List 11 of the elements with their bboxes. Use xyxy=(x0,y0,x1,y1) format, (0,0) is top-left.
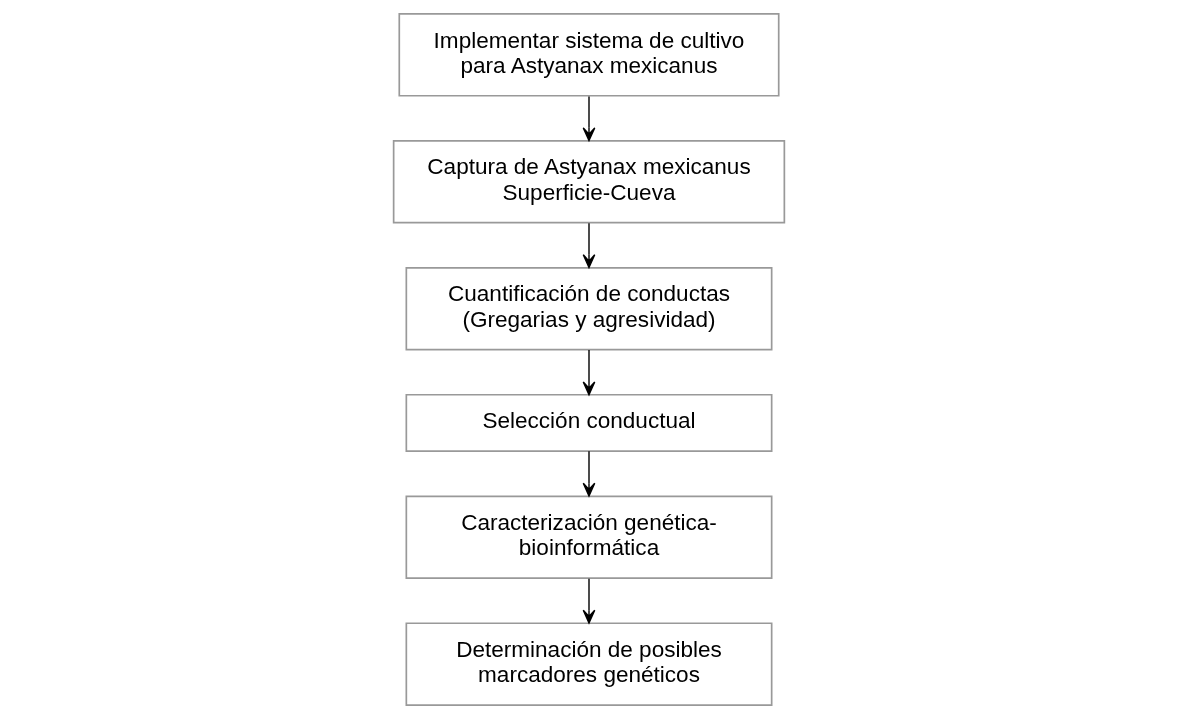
node-box: Cuantificación de conductas (Gregarias y agresividad) xyxy=(405,266,773,351)
node-box: Determinación de posibles marcadores genéticos xyxy=(405,622,773,706)
node-box: Caracterización genética-bioinformática xyxy=(405,495,773,579)
node-box: Implementar sistema de cultivo para Astyanax mexicanus xyxy=(398,13,780,97)
node-box: Captura de Astyanax mexicanus Superficie-Cueva xyxy=(392,140,786,224)
arrow xyxy=(582,349,596,396)
arrow xyxy=(582,222,596,269)
arrow xyxy=(582,450,596,497)
node-box: Selección conductual xyxy=(405,393,773,453)
arrow xyxy=(582,578,596,624)
arrow xyxy=(582,95,596,142)
